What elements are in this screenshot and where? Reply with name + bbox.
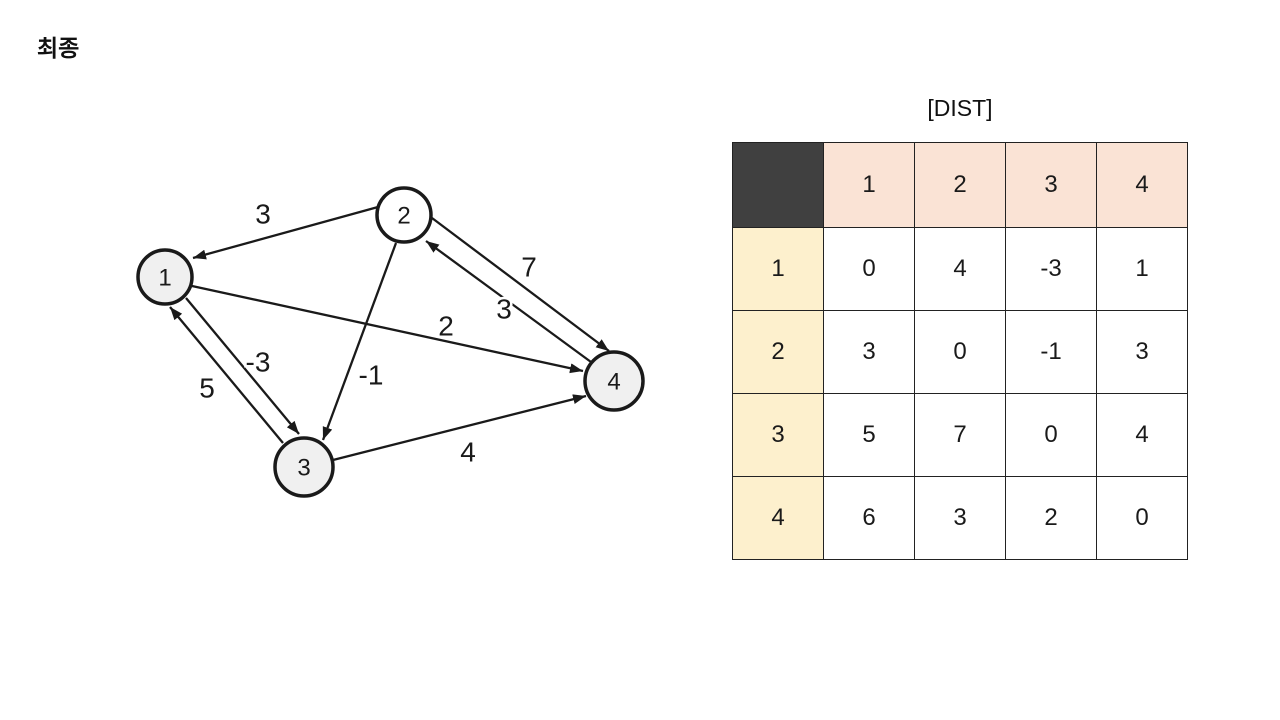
edge-weight-label-4-2: 3	[496, 294, 512, 325]
edge-weight-label-2-4: 7	[521, 252, 537, 283]
dist-row-header-3: 3	[732, 393, 824, 477]
edge-weight-label-1-4: 2	[438, 311, 454, 342]
dist-cell-3-4: 4	[1096, 393, 1188, 477]
dist-corner-cell	[732, 142, 824, 228]
dist-cell-4-3: 2	[1005, 476, 1097, 560]
graph-node-4	[583, 350, 645, 412]
dist-table-title: [DIST]	[927, 95, 993, 121]
graph-node-3	[273, 436, 335, 498]
edge-weight-label-2-1: 3	[255, 199, 271, 230]
dist-cell-1-2: 4	[914, 227, 1006, 311]
dist-col-header-4: 4	[1096, 142, 1188, 228]
graph-edge-2-4	[431, 217, 610, 352]
dist-cell-4-2: 3	[914, 476, 1006, 560]
graph-node-1	[136, 248, 194, 306]
edge-weight-label-1-3: -3	[246, 347, 271, 378]
graph-node-label-4: 4	[607, 369, 620, 396]
graph-edge-3-1	[169, 306, 284, 444]
dist-row-header-1: 1	[732, 227, 824, 311]
graph-edge-4-2	[425, 240, 592, 363]
dist-cell-2-3: -1	[1005, 310, 1097, 394]
edge-weight-label-2-3: -1	[359, 360, 384, 391]
dist-cell-1-1: 0	[823, 227, 915, 311]
edge-weight-label-3-1: 5	[199, 373, 215, 404]
graph-nodes: 1 2 3 4	[136, 186, 645, 498]
graph-edge-3-4	[332, 394, 587, 462]
graph-edge-2-1	[192, 205, 379, 260]
dist-cell-3-3: 0	[1005, 393, 1097, 477]
dist-cell-2-4: 3	[1096, 310, 1188, 394]
dist-col-header-2: 2	[914, 142, 1006, 228]
graph-node-label-1: 1	[158, 265, 171, 292]
page-title: 최종	[37, 35, 80, 61]
dist-cell-4-4: 0	[1096, 476, 1188, 560]
edge-weight-label-3-4: 4	[460, 437, 476, 468]
graph-node-2	[375, 186, 433, 244]
dist-cell-3-1: 5	[823, 393, 915, 477]
dist-row-header-4: 4	[732, 476, 824, 560]
dist-cell-2-2: 0	[914, 310, 1006, 394]
dist-cell-1-4: 1	[1096, 227, 1188, 311]
dist-col-header-3: 3	[1005, 142, 1097, 228]
dist-row-header-2: 2	[732, 310, 824, 394]
graph-node-label-2: 2	[397, 203, 410, 230]
graph-node-label-3: 3	[297, 455, 310, 482]
dist-cell-3-2: 7	[914, 393, 1006, 477]
dist-cell-4-1: 6	[823, 476, 915, 560]
graph-edge-2-3	[321, 242, 398, 441]
dist-cell-1-3: -3	[1005, 227, 1097, 311]
dist-cell-2-1: 3	[823, 310, 915, 394]
dist-col-header-1: 1	[823, 142, 915, 228]
graph-edge-1-4	[191, 284, 584, 374]
graph-edges	[169, 205, 610, 462]
graph-edge-1-3	[185, 297, 300, 435]
